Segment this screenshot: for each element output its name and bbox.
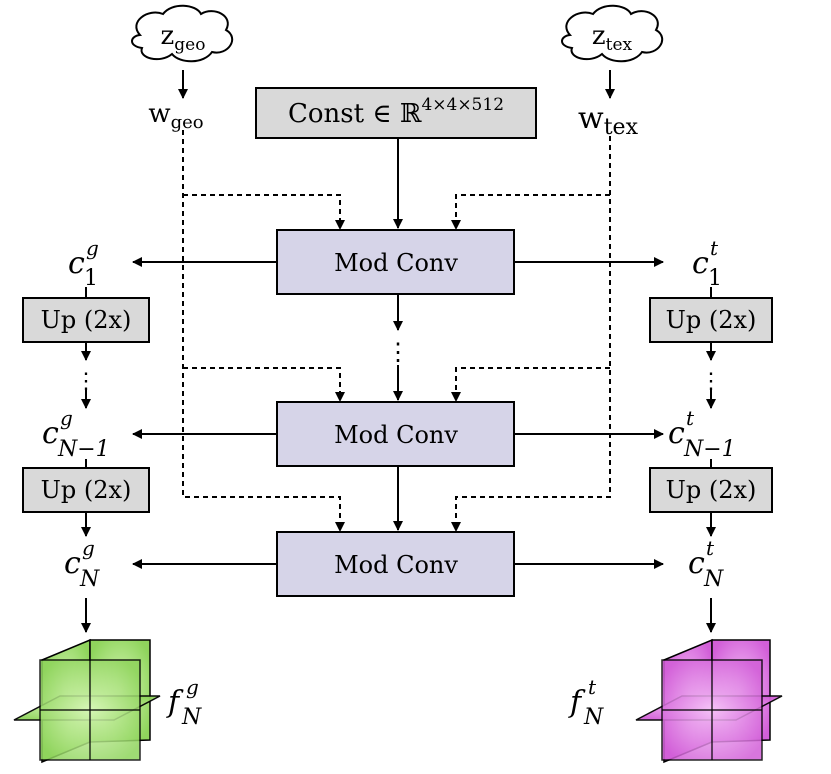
svg-text:N: N: [703, 567, 724, 592]
const-label: Const ∈ ℝ: [288, 99, 422, 129]
svg-text:c: c: [42, 416, 59, 451]
svg-text:g: g: [86, 236, 99, 260]
svg-text:c: c: [64, 546, 81, 581]
svg-text:c: c: [68, 246, 85, 281]
f-tex-label: f t N: [568, 675, 604, 730]
svg-text:g: g: [82, 536, 95, 560]
c-tex-1: c t 1: [692, 236, 722, 291]
up-box-tex-2: Up (2x): [649, 467, 773, 513]
const-box: Const ∈ ℝ4×4×512: [255, 87, 537, 139]
svg-text:Mod Conv: Mod Conv: [334, 551, 458, 579]
svg-text:Const ∈ ℝ4×4×512: Const ∈ ℝ4×4×512: [288, 95, 504, 129]
svg-text:1: 1: [708, 266, 722, 291]
z-tex-base: z: [592, 21, 606, 51]
svg-text:1: 1: [84, 266, 98, 291]
z-tex-sub: tex: [606, 35, 633, 55]
svg-text:c: c: [668, 416, 685, 451]
svg-text:g: g: [60, 406, 73, 430]
svg-text:t: t: [588, 675, 597, 699]
svg-text:c: c: [692, 246, 709, 281]
left-ellipsis: ⋮: [75, 369, 97, 394]
svg-text:N−1: N−1: [683, 437, 736, 462]
svg-text:Up (2x): Up (2x): [666, 476, 757, 504]
svg-text:Up (2x): Up (2x): [41, 476, 132, 504]
svg-text:c: c: [688, 546, 705, 581]
w-geo-label: wgeo: [148, 99, 203, 133]
w-tex-label: wtex: [578, 101, 639, 140]
svg-text:Up (2x): Up (2x): [666, 306, 757, 334]
geo-triplane-icon: [13, 638, 161, 764]
svg-text:g: g: [186, 675, 199, 699]
c-geo-n-minus-1: c g N−1: [42, 406, 110, 462]
up-box-geo-1: Up (2x): [22, 297, 150, 343]
z-geo-sub: geo: [174, 35, 205, 55]
c-tex-n-minus-1: c t N−1: [668, 406, 736, 462]
svg-text:N−1: N−1: [57, 437, 110, 462]
c-geo-n: c g N: [64, 536, 100, 592]
tex-triplane-icon: [635, 638, 783, 764]
svg-text:Up (2x): Up (2x): [41, 306, 132, 334]
svg-text:N: N: [181, 705, 202, 730]
z-tex-cloud: ztex: [561, 4, 663, 63]
mod-conv-block-1: Mod Conv: [276, 229, 515, 295]
up-box-tex-1: Up (2x): [649, 297, 773, 343]
c-tex-n: c t N: [688, 536, 724, 592]
svg-text:t: t: [706, 536, 715, 560]
svg-text:Mod Conv: Mod Conv: [334, 249, 458, 277]
svg-text:t: t: [710, 236, 719, 260]
z-geo-cloud: zgeo: [131, 4, 233, 63]
style-dashed-lines: [182, 130, 611, 532]
const-sup: 4×4×512: [421, 95, 504, 115]
mod-conv-block-3: Mod Conv: [276, 531, 515, 597]
up-box-geo-2: Up (2x): [22, 467, 150, 513]
right-ellipsis: ⋮: [700, 369, 722, 394]
f-geo-label: f g N: [166, 675, 202, 730]
mod-conv-block-2: Mod Conv: [276, 401, 515, 467]
c-geo-1: c g 1: [68, 236, 99, 291]
svg-text:ztex: ztex: [592, 21, 633, 55]
center-ellipsis: ⋮: [386, 338, 410, 366]
svg-text:N: N: [583, 705, 604, 730]
svg-text:zgeo: zgeo: [161, 21, 206, 55]
svg-text:Mod Conv: Mod Conv: [334, 421, 458, 449]
z-geo-base: z: [161, 21, 175, 51]
svg-text:t: t: [686, 406, 695, 430]
svg-text:N: N: [79, 567, 100, 592]
